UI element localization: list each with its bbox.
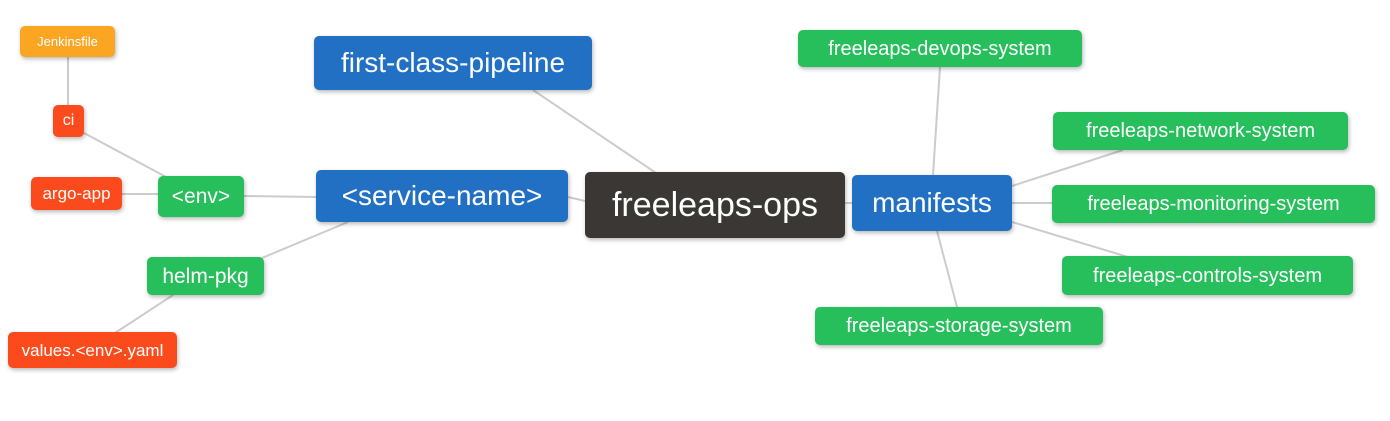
node-label: argo-app: [42, 184, 111, 203]
node-label: freeleaps-network-system: [1086, 120, 1315, 142]
node-storage-system[interactable]: freeleaps-storage-system: [815, 307, 1103, 345]
node-label: first-class-pipeline: [340, 47, 566, 78]
edge-manifests-to-controls-system: [1011, 221, 1129, 258]
edge-ci-to-env: [83, 132, 169, 179]
node-devops-system[interactable]: freeleaps-devops-system: [798, 30, 1082, 67]
edge-env-to-service-name: [243, 195, 317, 198]
node-label: <service-name>: [341, 180, 543, 211]
node-label: freeleaps-controls-system: [1093, 264, 1322, 287]
node-label: manifests: [872, 187, 992, 218]
node-controls-system[interactable]: freeleaps-controls-system: [1062, 256, 1353, 295]
node-ci[interactable]: ci: [53, 105, 84, 137]
node-label: freeleaps-monitoring-system: [1087, 193, 1340, 215]
edge-first-class-pipeline-to-freeleaps-ops: [532, 89, 657, 174]
node-network-system[interactable]: freeleaps-network-system: [1053, 112, 1348, 150]
node-label: freeleaps-storage-system: [846, 315, 1072, 337]
edge-devops-system-to-manifests: [932, 66, 941, 176]
node-label: values.<env>.yaml: [21, 340, 164, 360]
node-argo-app[interactable]: argo-app: [31, 177, 122, 210]
node-helm-pkg[interactable]: helm-pkg: [147, 257, 264, 295]
node-manifests[interactable]: manifests: [852, 175, 1012, 231]
node-label: helm-pkg: [162, 264, 249, 288]
edge-manifests-to-network-system: [1011, 149, 1124, 187]
node-freeleaps-ops[interactable]: freeleaps-ops: [585, 172, 845, 238]
node-monitoring-system[interactable]: freeleaps-monitoring-system: [1052, 185, 1375, 223]
node-label: Jenkinsfile: [37, 34, 98, 49]
node-jenkinsfile[interactable]: Jenkinsfile: [20, 26, 115, 57]
edge-helm-pkg-to-values-env-yaml: [114, 294, 174, 334]
edge-service-name-to-helm-pkg: [261, 221, 349, 259]
node-first-class-pipeline[interactable]: first-class-pipeline: [314, 36, 592, 90]
node-label: freeleaps-devops-system: [828, 37, 1052, 60]
node-service-name[interactable]: <service-name>: [316, 170, 568, 222]
node-label: <env>: [171, 185, 231, 208]
node-values-env-yaml[interactable]: values.<env>.yaml: [8, 332, 177, 368]
node-label: ci: [62, 112, 75, 129]
node-env[interactable]: <env>: [158, 176, 244, 217]
edge-service-name-to-freeleaps-ops: [567, 196, 586, 202]
edge-manifests-to-storage-system: [936, 230, 958, 308]
node-label: freeleaps-ops: [611, 186, 818, 224]
